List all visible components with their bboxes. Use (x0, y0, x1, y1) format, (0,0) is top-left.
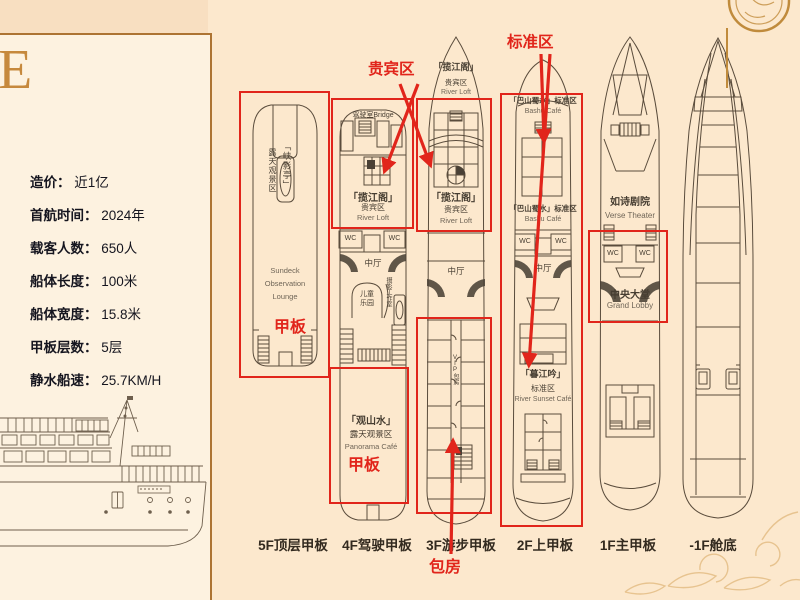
room-panorama-cn: 「观山水」 (346, 416, 396, 427)
room-bow-loft-cn: 「揽江阁」 (433, 62, 479, 72)
deck-1f-drawing (599, 36, 661, 511)
room-atrium-label: 中厅 (364, 258, 382, 268)
room-river-loft-area: 贵宾区 (361, 203, 385, 212)
room-sundeck-en-2: Observation (264, 279, 306, 288)
stat-row: 甲板层数： 5层 (30, 336, 161, 356)
floor-label-3f: 3F游步甲板 (426, 538, 496, 553)
stat-label: 造价： (30, 175, 71, 190)
room-sundeck-en-3: Lounge (272, 292, 298, 301)
room-bridge-label: 驾驶室Bridge (352, 112, 394, 119)
highlight-box-3f-vip (416, 98, 492, 232)
stat-row: 载客人数： 650人 (30, 237, 161, 257)
annotation-deck-5f: 甲板 (274, 319, 307, 336)
stat-label: 载客人数： (30, 241, 98, 256)
stat-label: 静水船速： (30, 373, 98, 388)
annotation-vip-zone: 贵宾区 (368, 61, 415, 78)
room-river-loft-en: River Loft (439, 216, 473, 225)
highlight-box-1f-lobby (588, 230, 668, 323)
room-river-loft-en: River Loft (356, 213, 390, 222)
room-river-sunset-en: River Sunset Café (514, 396, 572, 403)
room-wc-right: WC (555, 238, 567, 245)
deck-minus1f (676, 35, 760, 535)
ship-stats-list: 造价： 近1亿 首航时间： 2024年 载客人数： 650人 船体长度： 100… (30, 171, 161, 389)
room-sundeck-en-1: Sundeck (270, 266, 300, 275)
deck-5f: 「峡影亭」 露天观景区 Sundeck Observation Lounge (245, 100, 325, 374)
stat-value: 15.8米 (101, 307, 142, 322)
room-wc-right: WC (639, 250, 651, 257)
stat-label: 首航时间： (30, 208, 98, 223)
room-sundeck-pavilion-area: 露天观景区 (268, 148, 277, 193)
highlight-box-2f-standard (500, 93, 583, 527)
stat-value: 2024年 (101, 208, 145, 223)
highlight-box-4f-panorama-deck (329, 367, 409, 504)
info-card: E 造价： 近1亿 首航时间： 2024年 载客人数： 650人 船体长度： 1… (0, 33, 212, 600)
gold-seal-icon (727, 0, 791, 33)
room-wc-left: WC (607, 250, 619, 257)
room-kids-line1: 儿童 (360, 291, 374, 298)
annotation-private-rooms: 包房 (429, 559, 462, 576)
room-river-loft-area: 贵宾区 (444, 205, 468, 214)
room-panorama-en: Panorama Café (344, 442, 398, 451)
highlight-box-3f-cabins (416, 317, 492, 514)
stat-label: 甲板层数： (30, 340, 98, 355)
stat-value: 5层 (101, 340, 123, 355)
stat-row: 造价： 近1亿 (30, 171, 161, 191)
room-river-sunset-cn: 「暮江吟」 (520, 369, 566, 379)
floor-label-1f: 1F主甲板 (599, 538, 657, 553)
top-strip (0, 0, 208, 33)
floor-label-4f: 4F驾驶甲板 (342, 538, 412, 553)
room-river-sunset-area: 标准区 (531, 384, 555, 393)
stat-value: 650人 (101, 241, 138, 256)
floor-label-5f: 5F顶层甲板 (258, 538, 328, 553)
room-wc-right: WC (388, 235, 401, 242)
stat-row: 首航时间： 2024年 (30, 204, 161, 224)
deck-3f: 「揽江阁」 贵宾区 River Loft 「揽江阁」 贵宾区 River Lof… (420, 35, 492, 527)
room-vip-corridor: VIP包房 (452, 355, 458, 385)
annotation-deck-4f: 甲板 (348, 457, 381, 474)
room-photo-studio: 摄影工作室 (385, 277, 391, 307)
annotation-standard-zone: 标准区 (507, 34, 554, 51)
stat-label: 船体长度： (30, 274, 98, 289)
deck-4f: 驾驶室Bridge 「揽江阁」 贵宾区 River Loft WC WC 中厅 … (334, 105, 412, 525)
room-wc-left: WC (344, 235, 357, 242)
room-verse-theater-cn: 如诗剧院 (610, 197, 650, 208)
deck-5f-drawing (252, 104, 318, 367)
room-grand-lobby-cn: 中央大堂 (610, 290, 650, 301)
floor-label-minus1f: -1F舱底 (689, 538, 737, 553)
stat-row: 静水船速： 25.7KM/H (30, 369, 161, 389)
floor-label-2f: 2F上甲板 (516, 538, 574, 553)
highlight-box-4f-vip (331, 98, 414, 229)
highlight-box-5f-deck (239, 91, 330, 378)
deck-minus1f-drawing (682, 36, 754, 519)
room-panorama-area: 露天观景区 (349, 429, 393, 439)
ship-side-view-drawing (0, 396, 207, 547)
room-kids-line2: 乐园 (360, 300, 374, 307)
deck-1f: 如诗剧院 Verse Theater WC WC 中央大堂 Grand Lobb… (592, 35, 668, 513)
room-grand-lobby-en: Grand Lobby (606, 301, 654, 310)
stat-value: 25.7KM/H (101, 373, 162, 388)
room-river-loft-cn: 「揽江阁」 (431, 193, 481, 204)
room-bow-loft-en: River Loft (441, 89, 471, 96)
room-atrium-label: 中厅 (447, 266, 465, 276)
stat-row: 船体长度： 100米 (30, 270, 161, 290)
room-river-loft-cn: 「揽江阁」 (348, 193, 398, 204)
deck-3f-drawing (426, 36, 486, 525)
room-verse-theater-en: Verse Theater (604, 211, 656, 220)
stat-value: 100米 (101, 274, 138, 289)
watermark-letter: E (0, 39, 33, 101)
stat-row: 船体宽度： 15.8米 (30, 303, 161, 323)
room-bow-loft-area: 贵宾区 (444, 78, 468, 87)
room-sundeck-pavilion-cn: 「峡影亭」 (282, 142, 292, 190)
stat-label: 船体宽度： (30, 307, 98, 322)
stat-value: 近1亿 (74, 175, 109, 190)
room-wc-left: WC (519, 238, 531, 245)
